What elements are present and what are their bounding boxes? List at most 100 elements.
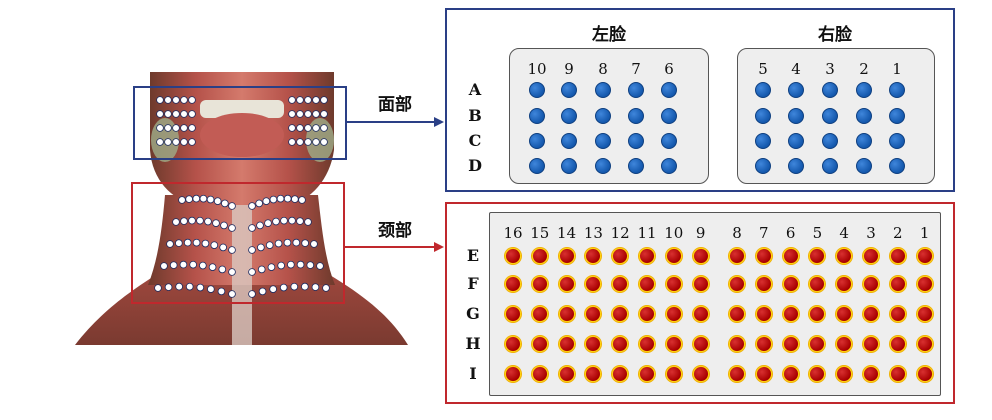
neck-marker <box>290 282 299 291</box>
neck-electrode-markers <box>154 194 330 298</box>
neck-electrode-F1 <box>916 276 933 292</box>
face-marker <box>172 124 180 132</box>
face-electrode-B3 <box>822 108 838 124</box>
neck-electrode-F4 <box>836 276 853 292</box>
face-marker <box>164 124 172 132</box>
neck-label: 颈部 <box>378 221 412 241</box>
chin-muscle <box>200 113 284 157</box>
neck-marker <box>272 217 280 226</box>
face-marker <box>304 110 312 118</box>
neck-electrode-F6 <box>782 276 799 292</box>
neck-electrode-G8 <box>729 306 745 322</box>
face-marker <box>296 96 304 104</box>
neck-marker <box>256 221 264 230</box>
neck-marker <box>183 238 192 247</box>
neck-marker <box>206 195 215 204</box>
face-marker <box>296 110 304 118</box>
neck-electrode-I5 <box>809 366 826 382</box>
neck-col-10: 10 <box>664 224 684 242</box>
face-marker <box>288 110 296 118</box>
neck-electrode-G1 <box>916 306 933 322</box>
neck-electrode-I14 <box>558 366 575 382</box>
neck-electrode-G10 <box>665 306 682 322</box>
right-face-col-1: 1 <box>892 60 902 78</box>
neck-electrode-F10 <box>665 276 682 292</box>
face-electrode-B8 <box>595 108 611 124</box>
neck-marker <box>228 268 236 276</box>
face-electrode-C10 <box>529 133 545 149</box>
neck-marker <box>276 194 285 203</box>
neck-electrode-I6 <box>782 366 799 382</box>
neck-electrode-G3 <box>863 306 879 322</box>
face-marker <box>312 138 320 146</box>
neck-col-2: 2 <box>893 224 903 242</box>
neck-electrode-E9 <box>692 248 709 264</box>
neck-electrode-I16 <box>505 366 521 382</box>
neck-electrode-H6 <box>782 336 799 352</box>
neck-electrode-G5 <box>809 306 826 322</box>
face-marker <box>320 110 328 118</box>
neck-marker <box>255 199 263 208</box>
neck-arrow-head <box>434 242 444 252</box>
neck-marker <box>248 246 256 254</box>
neck-marker <box>217 287 226 296</box>
face-marker <box>188 96 196 104</box>
face-marker <box>172 96 180 104</box>
neck-electrode-E11 <box>639 248 655 264</box>
face-marker <box>188 138 196 146</box>
face-electrode-A7 <box>628 82 644 98</box>
teeth <box>200 100 284 118</box>
neck-marker <box>199 261 207 270</box>
neck-col-15: 15 <box>530 224 550 242</box>
neck-marker <box>175 239 183 247</box>
neck-marker <box>264 219 272 227</box>
neck-col-13: 13 <box>583 224 603 242</box>
face-marker <box>296 138 304 146</box>
neck-marker <box>304 218 312 226</box>
neck-electrode-H5 <box>809 336 826 352</box>
neck-marker <box>262 197 271 205</box>
left-face-col-6: 6 <box>664 60 674 78</box>
face-electrode-C4 <box>788 133 804 149</box>
neck-marker <box>257 265 266 274</box>
face-electrode-C6 <box>661 133 677 149</box>
neck-electrode-I3 <box>863 366 879 382</box>
face-electrode-D10 <box>529 158 545 174</box>
face-marker <box>320 96 328 104</box>
face-marker <box>164 96 172 104</box>
face-electrode-D6 <box>661 158 677 174</box>
neck-electrode-F13 <box>585 276 602 292</box>
neck-electrode-H12 <box>612 336 629 352</box>
face-electrode-C5 <box>755 133 771 149</box>
face-electrode-C8 <box>595 133 611 149</box>
neck-marker <box>192 194 201 203</box>
neck-marker <box>218 265 227 274</box>
face-electrode-D1 <box>889 158 905 174</box>
neck-marker <box>154 284 162 292</box>
neck-electrode-I7 <box>755 366 772 382</box>
neck-marker <box>204 217 212 226</box>
right-face-col-4: 4 <box>791 60 801 78</box>
neck-electrode-F7 <box>755 276 772 292</box>
left-face-col-8: 8 <box>598 60 608 78</box>
neck-marker <box>258 287 267 296</box>
neck-electrode-I1 <box>916 366 933 382</box>
neck-row-G: G <box>466 304 480 323</box>
neck-marker <box>279 283 288 292</box>
neck-marker <box>296 260 305 269</box>
face-marker <box>188 124 196 132</box>
neck-marker <box>248 268 256 276</box>
face-arrow-head <box>434 117 444 127</box>
face-electrode-markers <box>156 96 328 146</box>
neck-electrode-G13 <box>585 306 602 322</box>
face-electrode-C7 <box>628 133 644 149</box>
face-electrode-A6 <box>661 82 677 98</box>
neck-marker <box>210 241 219 249</box>
face-marker <box>288 124 296 132</box>
neck-electrode-H7 <box>755 336 772 352</box>
neck-marker <box>172 218 180 226</box>
neck-electrode-G11 <box>639 306 655 322</box>
face-electrode-A9 <box>561 82 577 98</box>
